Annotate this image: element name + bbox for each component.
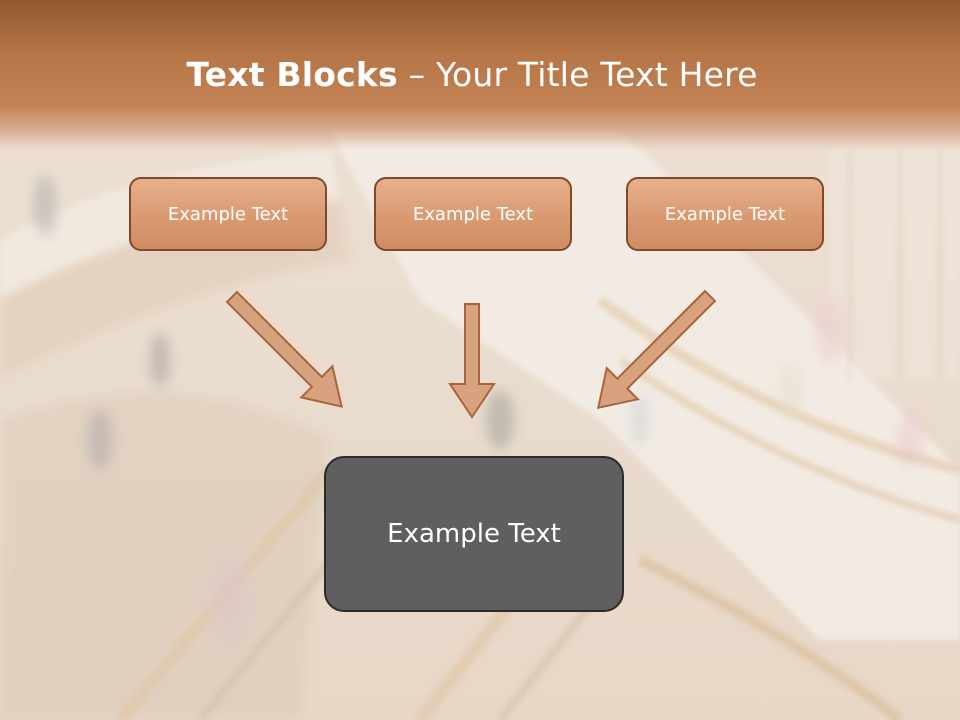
text-block-2-label: Example Text xyxy=(412,203,534,225)
text-block-1[interactable]: Example Text xyxy=(129,177,327,251)
slide-title: Text Blocks – Your Title Text Here xyxy=(0,52,944,98)
text-block-1-label: Example Text xyxy=(167,203,289,225)
title-bar xyxy=(0,0,960,150)
title-bold: Text Blocks xyxy=(186,55,398,94)
text-block-3-label: Example Text xyxy=(664,203,786,225)
arrow-left-diagonal xyxy=(225,290,343,408)
arrow-right-diagonal xyxy=(596,289,717,410)
main-text-block[interactable]: Example Text xyxy=(324,456,624,612)
title-rest: – Your Title Text Here xyxy=(397,55,758,94)
main-text-block-label: Example Text xyxy=(387,519,561,549)
arrow-down xyxy=(448,303,496,419)
text-block-2[interactable]: Example Text xyxy=(374,177,572,251)
text-block-3[interactable]: Example Text xyxy=(626,177,824,251)
